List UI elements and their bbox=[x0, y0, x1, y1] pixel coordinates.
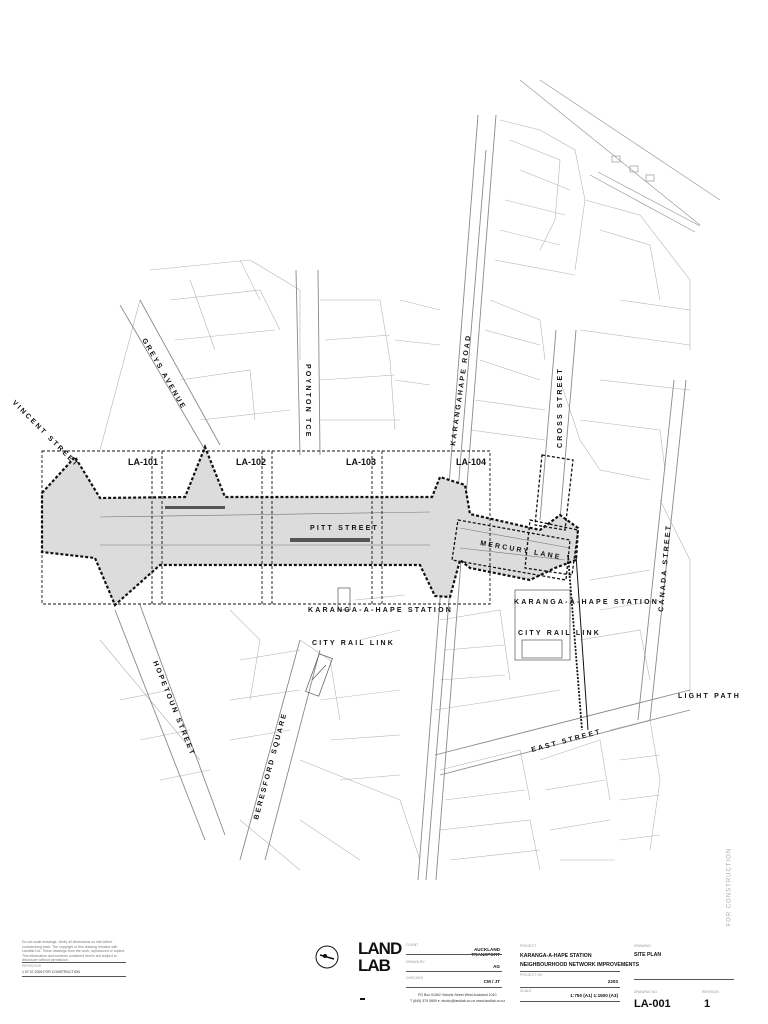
street-label-karangahape: KARANGAHAPE ROAD bbox=[450, 333, 473, 446]
drawing-title: SITE PLAN bbox=[634, 952, 662, 958]
street-label-cross: CROSS STREET bbox=[557, 367, 564, 448]
station-label-west: KARANGA-A-HAPE STATION bbox=[308, 607, 453, 614]
crl-label-west: CITY RAIL LINK bbox=[312, 640, 395, 647]
address-line: PO Box 91062 Victoria Street West Auckla… bbox=[418, 993, 497, 997]
north-arrow-icon bbox=[314, 944, 340, 970]
street-label-light-path: LIGHT PATH bbox=[678, 693, 741, 700]
revisions-label: REVISIONS bbox=[22, 964, 42, 968]
revision-no-label: REVISION bbox=[702, 990, 719, 994]
drawing-label: DRAWING bbox=[634, 944, 651, 948]
project-title-line-2: NEIGHBOURHOOD NETWORK IMPROVEMENTS bbox=[520, 962, 640, 968]
station-footprint bbox=[514, 554, 589, 731]
scale-label: SCALE bbox=[520, 989, 532, 993]
street-label-east: EAST STREET bbox=[531, 728, 603, 754]
street-label-vincent: VINCENT STREET bbox=[11, 399, 80, 468]
project-title-line-1: KARANGA-A-HAPE STATION bbox=[520, 953, 592, 959]
west-station-entrance bbox=[305, 587, 351, 697]
road-edges bbox=[114, 114, 691, 881]
street-label-canada: CANADA STREET bbox=[658, 524, 673, 613]
drawing-no-label: DRAWING NO bbox=[634, 990, 658, 994]
project-no-value: 2203 bbox=[607, 979, 618, 984]
title-block: Do not scale drawings. Verify all dimens… bbox=[0, 936, 768, 1024]
street-label-pitt: PITT STREET bbox=[310, 525, 379, 532]
logo-line-2: LAB bbox=[358, 956, 391, 975]
station-label-east: KARANGA-A-HAPE STATION bbox=[514, 599, 659, 606]
project-label: PROJECT bbox=[520, 944, 537, 948]
checked-label: CHECKED bbox=[406, 976, 424, 980]
drawn-by-label: DRAWN BY bbox=[406, 960, 425, 964]
logo-bar bbox=[360, 998, 365, 1000]
scale-value: 1:750 (A1) 1:1500 (A3) bbox=[570, 993, 618, 998]
project-no-label: PROJECT NO bbox=[520, 973, 543, 977]
drawing-no-value: LA-001 bbox=[634, 998, 671, 1010]
crl-label-east: CITY RAIL LINK bbox=[518, 630, 601, 637]
sheet-label-la-101: LA-101 bbox=[128, 457, 158, 467]
drawn-by-value: AG bbox=[493, 964, 500, 969]
for-construction-text: FOR CONSTRUCTION bbox=[726, 847, 733, 927]
for-construction-margin-note: FOR CONSTRUCTION bbox=[722, 836, 736, 931]
checked-value: CM / JT bbox=[483, 979, 500, 984]
contact-line: T (649) 379 0809 e: studio@landlab.co.nz… bbox=[410, 999, 506, 1003]
landlab-logo: LAND LAB bbox=[358, 939, 402, 975]
client-label: CLIENT bbox=[406, 943, 419, 947]
sheet-label-la-104: LA-104 bbox=[456, 457, 486, 467]
sheet-boundaries bbox=[41, 450, 579, 605]
railway-corridor bbox=[519, 79, 721, 233]
sheet-label-la-102: LA-102 bbox=[236, 457, 266, 467]
site-plan-drawing: LA-101 LA-102 LA-103 LA-104 VINCENT STRE… bbox=[11, 79, 741, 881]
street-label-beresford: BERESFORD SQUARE bbox=[253, 711, 289, 820]
street-label-greys: GREYS AVENUE bbox=[140, 338, 187, 412]
revision-entry: 1 07.07.2026 FOR CONSTRUCTION bbox=[22, 970, 80, 974]
street-label-poynton: POYNTON TCE bbox=[304, 364, 311, 439]
logo-line-1: LAND bbox=[358, 939, 402, 958]
revision-no-value: 1 bbox=[704, 998, 711, 1010]
street-label-hopetoun: HOPETOUN STREET bbox=[151, 660, 196, 757]
parcel-linework bbox=[99, 119, 691, 871]
disclaimer-notes: Do not scale drawings. Verify all dimens… bbox=[22, 940, 126, 963]
client-value: AUCKLAND TRANSPORT bbox=[471, 947, 500, 957]
sheet-label-la-103: LA-103 bbox=[346, 457, 376, 467]
pitt-street-study-area bbox=[40, 444, 580, 607]
